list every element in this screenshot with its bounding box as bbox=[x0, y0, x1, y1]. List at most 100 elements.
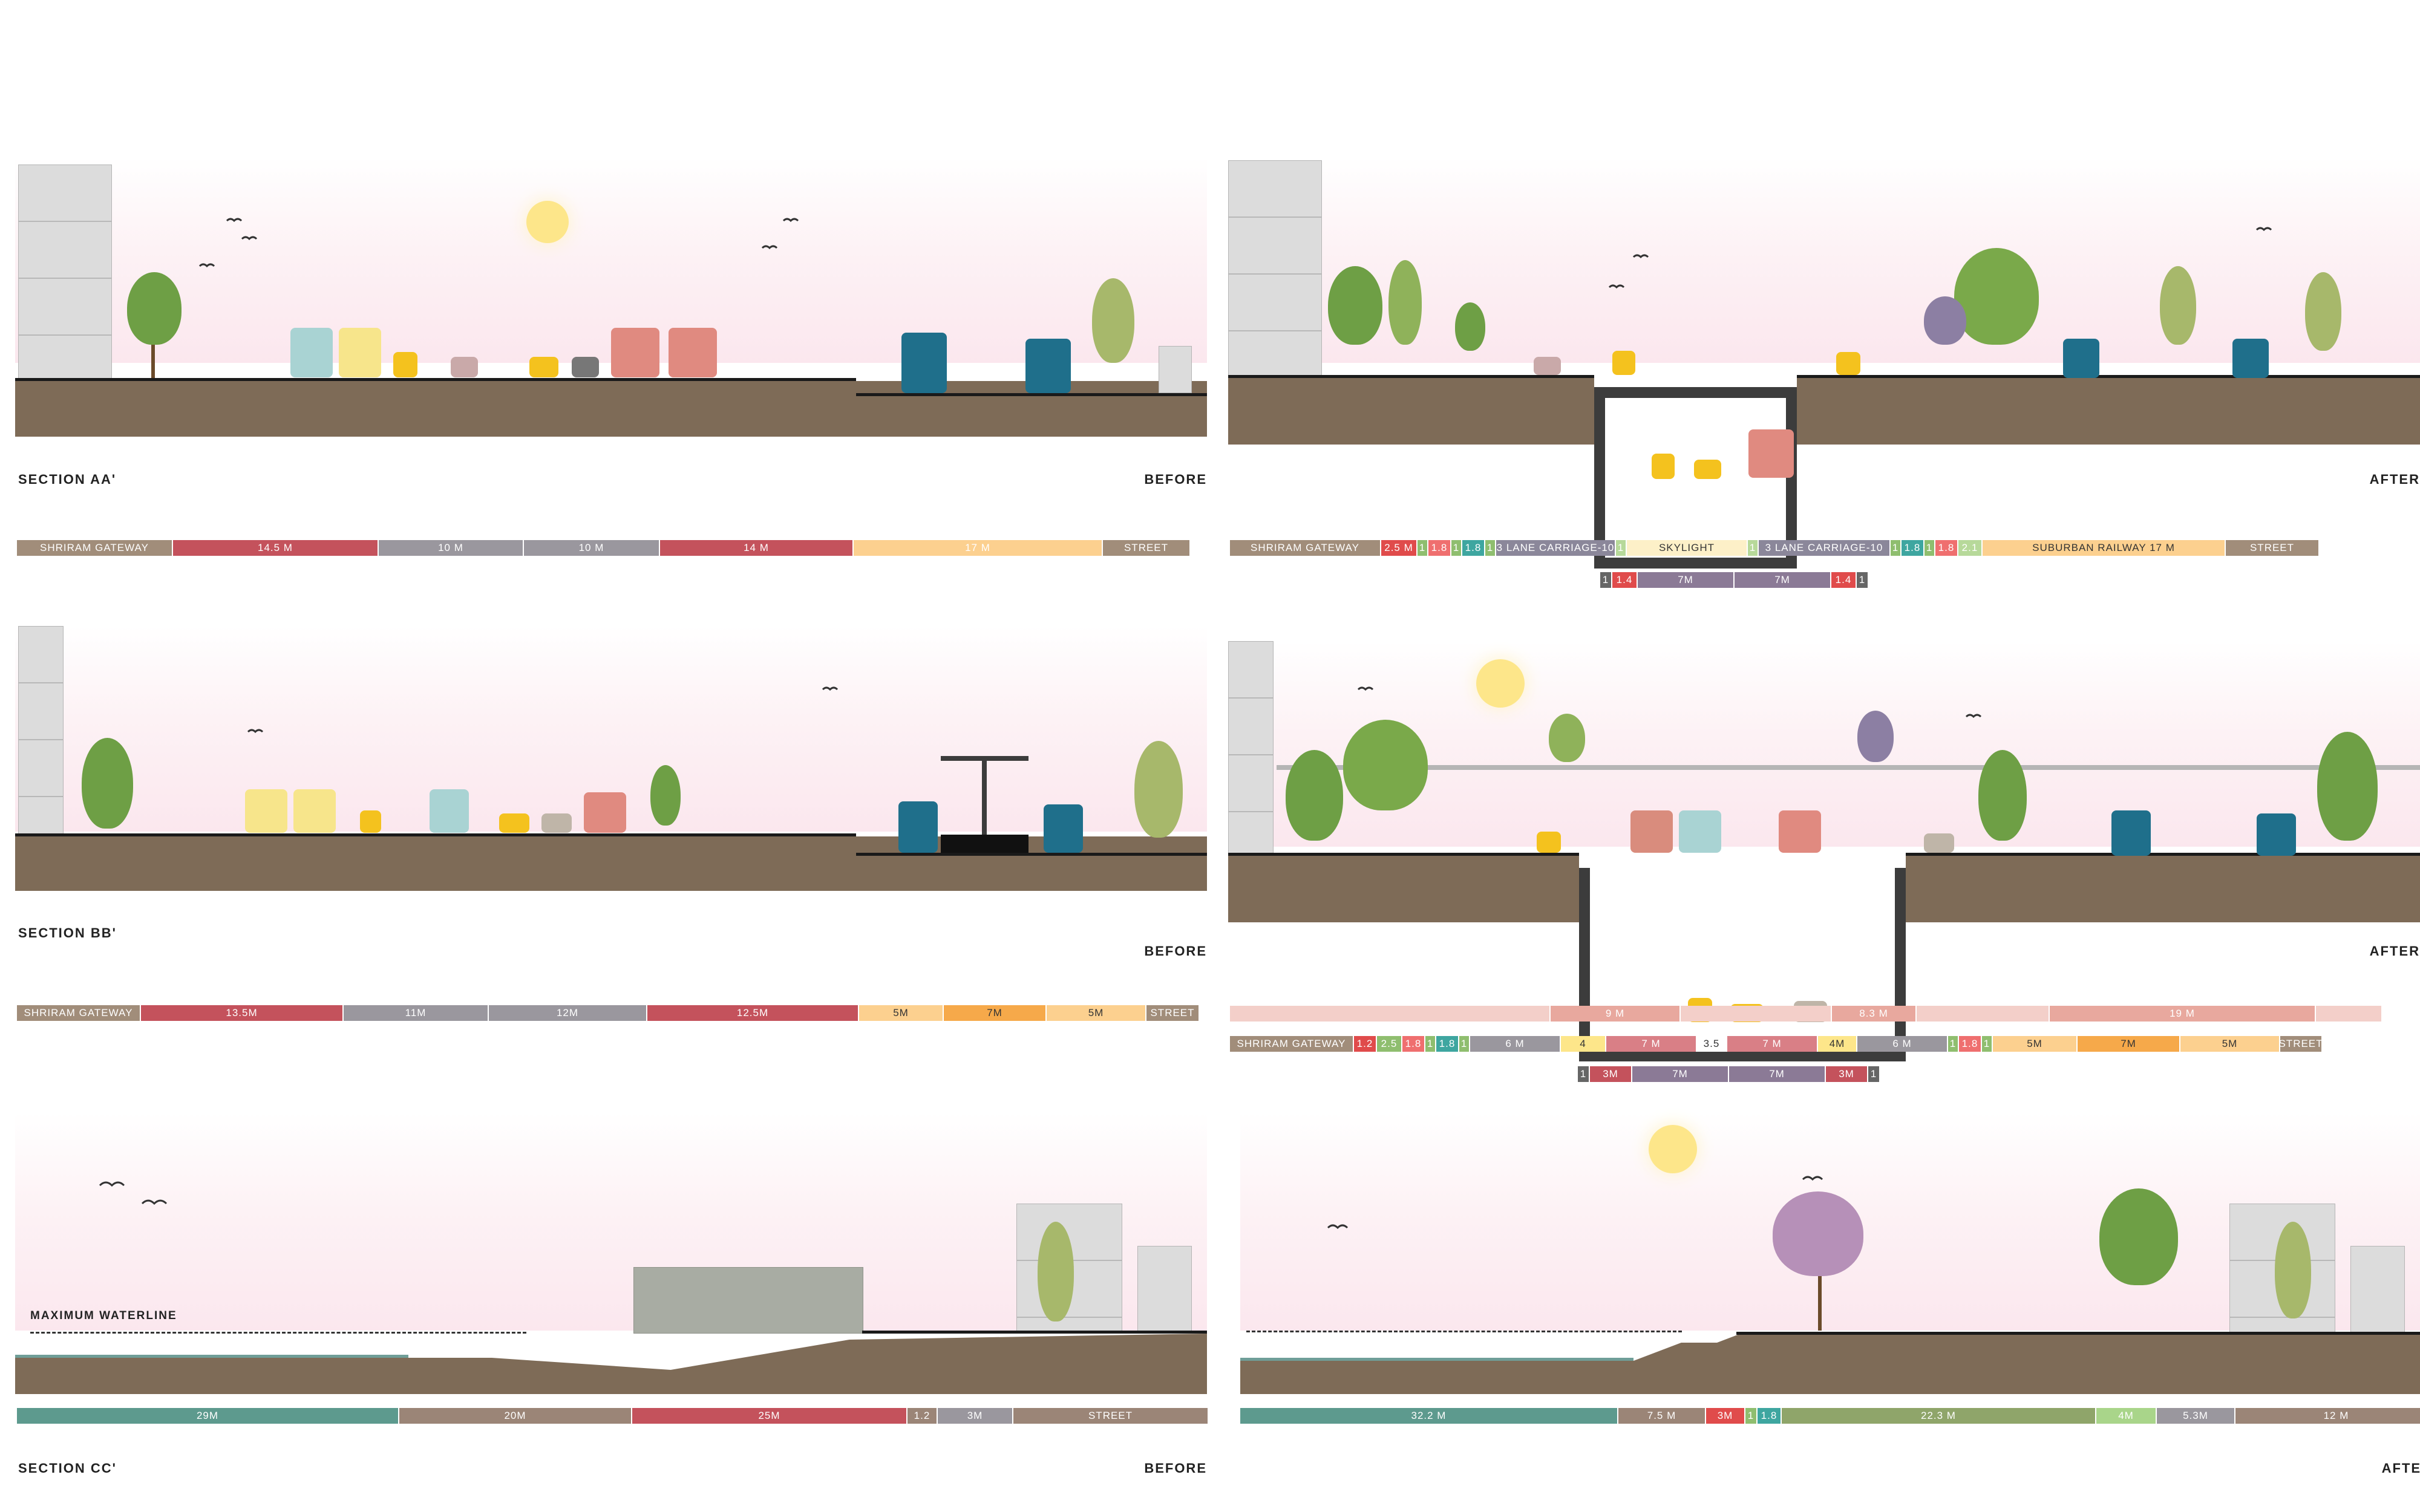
car-icon bbox=[1694, 460, 1721, 479]
state-label: AFTER bbox=[2381, 1461, 2420, 1476]
car-icon bbox=[529, 357, 558, 377]
train-icon bbox=[2232, 339, 2269, 378]
dimension-segment: SHRIRAM GATEWAY bbox=[1230, 540, 1381, 556]
truck-icon bbox=[430, 789, 469, 833]
taxi-icon bbox=[393, 352, 417, 377]
building bbox=[1228, 641, 1274, 859]
dimension-segment: 12 M bbox=[2235, 1408, 2420, 1424]
dimension-segment: 17 M bbox=[854, 540, 1103, 556]
dimension-segment: 1 bbox=[1485, 540, 1496, 556]
tree-icon bbox=[1343, 720, 1428, 810]
canopy-post bbox=[982, 756, 987, 835]
dimension-segment: 6 M bbox=[1857, 1036, 1948, 1052]
dimension-segment: 32.2 M bbox=[1240, 1408, 1618, 1424]
road-surface bbox=[1228, 853, 1579, 856]
car-icon bbox=[1924, 833, 1954, 853]
truck-icon bbox=[339, 328, 381, 377]
dimension-segment: 8.3 M bbox=[1832, 1006, 1917, 1022]
dimension-segment: 5M bbox=[1993, 1036, 2078, 1052]
tree-icon bbox=[2160, 266, 2196, 345]
dimension-segment: 3.5 bbox=[1697, 1036, 1727, 1052]
dimension-segment: 2.5 M bbox=[1381, 540, 1418, 556]
sky bbox=[1228, 157, 2420, 363]
bus-icon bbox=[1748, 429, 1794, 478]
dimension-segment: 12.5M bbox=[647, 1005, 859, 1021]
tree-icon bbox=[1038, 1222, 1074, 1321]
tree-icon bbox=[1388, 260, 1422, 345]
dimension-segment: 1 bbox=[1857, 572, 1869, 588]
dimension-segment: 10 M bbox=[379, 540, 524, 556]
tunnel-roof bbox=[1594, 387, 1797, 398]
dimension-segment: 2.5 bbox=[1377, 1036, 1402, 1052]
dimension-segment: 1.2 bbox=[908, 1408, 938, 1424]
dimension-segment: 7M bbox=[1632, 1066, 1729, 1082]
dimension-segment bbox=[2316, 1006, 2382, 1022]
building bbox=[1137, 1246, 1192, 1334]
sun-icon bbox=[1476, 659, 1525, 708]
dimension-segment: 1 bbox=[1891, 540, 1902, 556]
train-icon bbox=[2111, 810, 2151, 856]
bird-icon bbox=[782, 218, 799, 223]
dimension-segment: 1.4 bbox=[1612, 572, 1638, 588]
dimension-segment: 11M bbox=[344, 1005, 489, 1021]
section-title: SECTION AA' bbox=[18, 472, 117, 487]
dimension-segment: 1 bbox=[1982, 1036, 1993, 1052]
dimension-segment: 9 M bbox=[1551, 1006, 1681, 1022]
ground bbox=[1228, 856, 1579, 922]
tree-icon bbox=[1954, 248, 2039, 345]
bird-icon bbox=[241, 236, 258, 241]
dimension-segment: 7M bbox=[1638, 572, 1735, 588]
bus-icon bbox=[1779, 810, 1821, 853]
state-label: BEFORE bbox=[1144, 943, 1207, 959]
road-surface bbox=[15, 378, 856, 381]
section-bb-after: AFTER bbox=[1228, 641, 2420, 1061]
state-label: AFTER bbox=[2369, 472, 2420, 487]
tree-icon bbox=[1134, 741, 1183, 838]
tree-icon bbox=[650, 765, 681, 826]
sun-icon bbox=[1649, 1125, 1697, 1173]
tree-icon bbox=[82, 738, 133, 829]
tree-icon bbox=[1549, 714, 1585, 762]
dimension-segment: 2.1 bbox=[1958, 540, 1983, 556]
bird-icon bbox=[1802, 1176, 1823, 1181]
dimension-segment: 3M bbox=[938, 1408, 1013, 1424]
bird-icon bbox=[822, 686, 839, 691]
tree-icon bbox=[2317, 732, 2378, 841]
dimension-segment: 7.5 M bbox=[1618, 1408, 1706, 1424]
tree-icon bbox=[1978, 750, 2027, 841]
sun-icon bbox=[526, 201, 569, 243]
waterline-label: MAXIMUM WATERLINE bbox=[30, 1309, 177, 1322]
dimension-segment: SHRIRAM GATEWAY bbox=[17, 540, 173, 556]
truck-icon bbox=[290, 328, 333, 377]
dimension-segment: 3 LANE CARRIAGE-10 bbox=[1759, 540, 1891, 556]
train-icon bbox=[898, 801, 938, 853]
ground bbox=[1228, 378, 1594, 445]
dimension-segment: 12M bbox=[489, 1005, 647, 1021]
tree-trunk bbox=[1818, 1252, 1822, 1331]
section-aa-after: AFTER bbox=[1228, 157, 2420, 569]
bird-icon bbox=[226, 218, 243, 223]
dimension-segment: 1 bbox=[1745, 1408, 1758, 1424]
tree-icon bbox=[2275, 1222, 2311, 1318]
tree-icon bbox=[1092, 278, 1134, 363]
dimension-segment: 4 bbox=[1561, 1036, 1606, 1052]
ground-surface bbox=[1736, 1332, 2420, 1335]
dimension-segment: STREET bbox=[2226, 540, 2320, 556]
dimension-segment: 1 bbox=[1418, 540, 1428, 556]
tree-icon bbox=[1328, 266, 1382, 345]
dimension-segment: 14.5 M bbox=[173, 540, 379, 556]
dimension-segment: 1.8 bbox=[1758, 1408, 1782, 1424]
dimension-segment: STREET bbox=[2280, 1036, 2323, 1052]
building bbox=[1159, 346, 1192, 393]
car-icon bbox=[451, 357, 478, 377]
dimension-segment: 20M bbox=[399, 1408, 632, 1424]
dimension-segment: 7 M bbox=[1606, 1036, 1697, 1052]
dimension-segment: 3M bbox=[1590, 1066, 1632, 1082]
dimension-segment: 1 bbox=[1748, 540, 1759, 556]
taxi-icon bbox=[1652, 454, 1675, 479]
dimension-segment: 19 M bbox=[2050, 1006, 2316, 1022]
taxi-icon bbox=[360, 810, 381, 833]
warehouse bbox=[633, 1267, 863, 1334]
